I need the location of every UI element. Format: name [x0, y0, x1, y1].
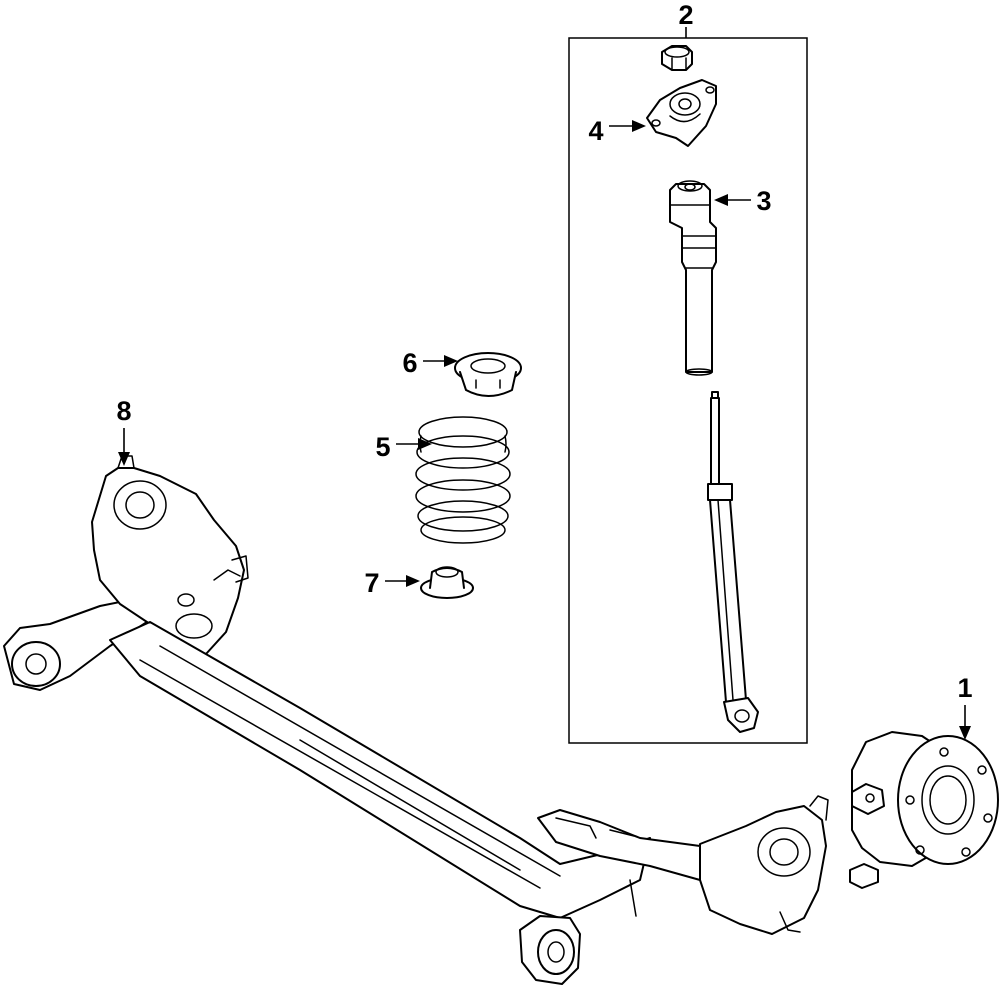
- shock-absorber[interactable]: [707, 391, 759, 733]
- shock-assembly-box: [568, 37, 808, 744]
- upper-spring-seat[interactable]: [454, 352, 522, 397]
- callout-2-label: 2: [678, 0, 693, 30]
- callout-6-label: 6: [402, 348, 417, 378]
- wheel-hub[interactable]: [849, 731, 999, 889]
- callout-7-label: 7: [364, 568, 379, 598]
- callout-2: 2: [678, 0, 693, 30]
- upper-mount[interactable]: [646, 79, 717, 147]
- callout-8: 8: [116, 396, 132, 466]
- callout-3-label: 3: [756, 186, 771, 216]
- bump-stop-boot[interactable]: [669, 180, 717, 376]
- coil-spring[interactable]: [415, 416, 511, 544]
- lower-spring-seat[interactable]: [420, 566, 474, 599]
- rear-axle-beam[interactable]: [3, 455, 829, 985]
- callout-4-label: 4: [588, 116, 603, 146]
- callout-1: 1: [957, 673, 973, 740]
- callout-8-label: 8: [116, 396, 131, 426]
- callout-3: 3: [714, 186, 772, 216]
- callout-1-label: 1: [957, 673, 972, 703]
- shock-nut[interactable]: [661, 45, 693, 71]
- callout-4: 4: [588, 116, 646, 146]
- callout-6: 6: [402, 348, 458, 378]
- callout-5: 5: [375, 432, 432, 462]
- shock-assembly-group: [568, 27, 808, 744]
- callout-7: 7: [364, 568, 420, 598]
- callout-5-label: 5: [375, 432, 390, 462]
